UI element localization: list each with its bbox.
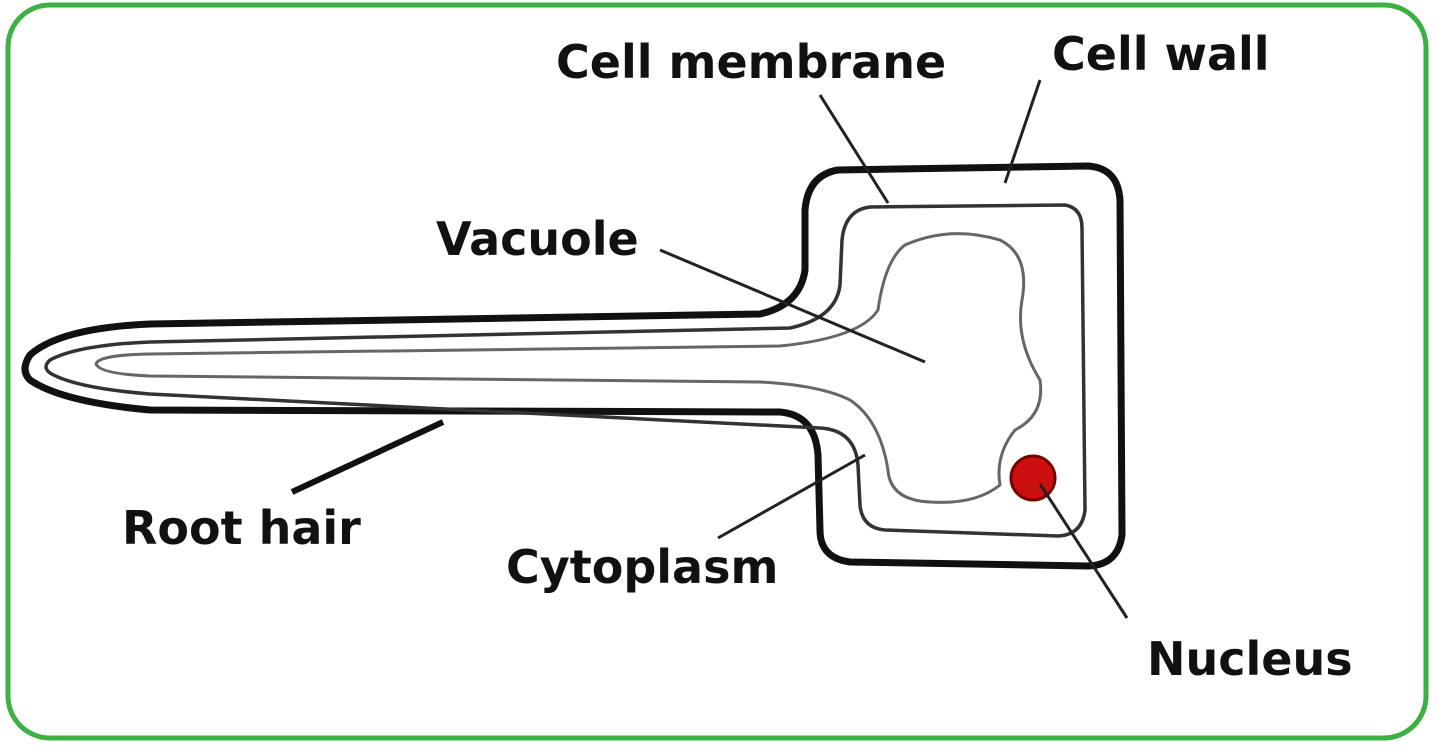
cell-wall-outline: [21, 162, 1126, 570]
vacuole-label: Vacuole: [436, 212, 639, 266]
vacuole-pointer-line: [659, 248, 926, 364]
nucleus-pointer-line: [1038, 483, 1129, 619]
cytoplasm-label: Cytoplasm: [506, 540, 778, 594]
cell-wall-pointer-line: [1003, 79, 1042, 184]
cytoplasm-pointer-line: [717, 453, 866, 540]
nucleus-label: Nucleus: [1147, 632, 1353, 686]
cell-membrane-pointer-line: [818, 94, 890, 204]
cell-membrane-label: Cell membrane: [556, 35, 946, 89]
nucleus-body: [1009, 454, 1057, 502]
root-hair-pointer-line: [290, 419, 445, 495]
vacuole-outline: [94, 232, 1043, 504]
diagram-frame: [5, 2, 1429, 741]
cell-wall-label: Cell wall: [1052, 27, 1270, 81]
root-hair-label: Root hair: [122, 501, 361, 555]
